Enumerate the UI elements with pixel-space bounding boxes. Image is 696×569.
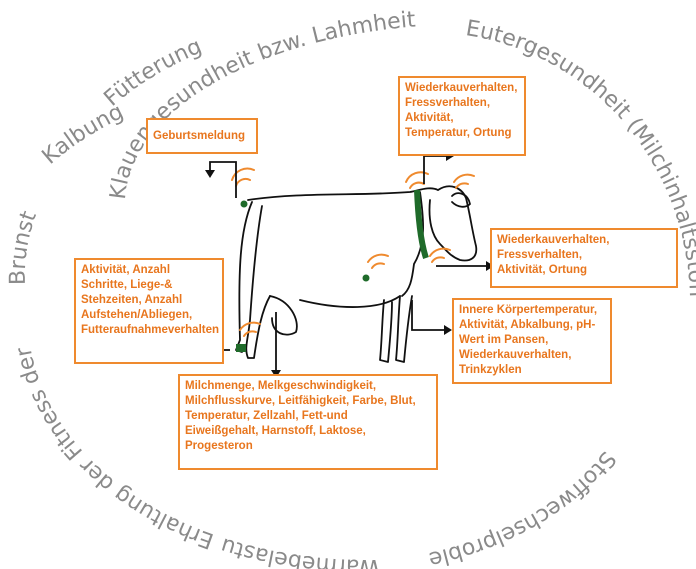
rumen-sensor: [363, 275, 370, 282]
box-ear-sensor: Wiederkauverhalten, Fressverhalten, Akti…: [490, 228, 678, 288]
box-rumen-bolus: Innere Körpertemperatur, Aktivität, Abka…: [452, 298, 612, 384]
wave-head: [454, 175, 474, 188]
arrow-rumen: [412, 300, 446, 330]
box-neck-sensor: Wiederkauverhalten, Fressverhalten, Akti…: [398, 76, 526, 156]
cow-front-leg: [380, 296, 412, 362]
wave-rumen: [368, 255, 388, 268]
cow-hind-leg: [246, 206, 270, 358]
cow-belly: [270, 296, 400, 335]
box-leg-sensor: Aktivität, Anzahl Schritte, Liege-& Steh…: [74, 258, 224, 364]
tail-sensor: [241, 201, 248, 208]
box-birth-notification: Geburtsmeldung: [146, 118, 258, 154]
box-milking-data: Milchmenge, Melkgeschwindigkeit, Milchfl…: [178, 374, 438, 470]
arrowhead-rumen: [444, 325, 452, 335]
leg-sensor: [236, 344, 246, 352]
arrow-neck: [424, 156, 448, 184]
cow-body-outline: [248, 188, 438, 200]
arrowhead-birth: [205, 170, 215, 178]
